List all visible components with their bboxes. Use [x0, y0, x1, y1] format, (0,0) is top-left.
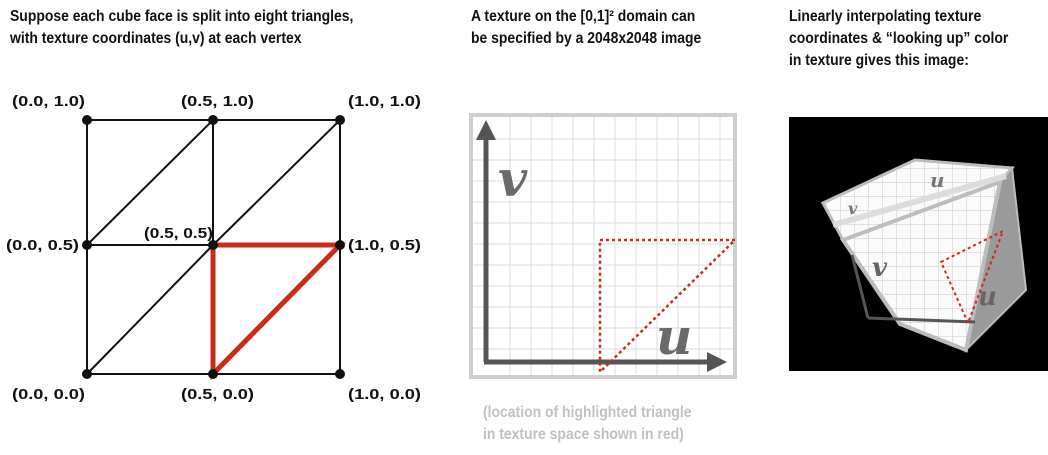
- vertex-dot: [82, 240, 92, 250]
- highlighted-triangle: [210, 242, 346, 381]
- vertex-dot: [208, 115, 218, 125]
- cube-v-axis: [850, 254, 870, 319]
- u-axis-arrowhead: [707, 352, 727, 372]
- vertex-dot: [208, 240, 218, 250]
- vertex-dot: [82, 369, 92, 379]
- cube-front-u-label: u: [978, 282, 997, 312]
- vertex-label-top-mid: (0.5, 1.0): [181, 93, 254, 110]
- texture-space-diagram: v u: [469, 113, 739, 379]
- caption-cube-face: Suppose each cube face is split into eig…: [10, 8, 354, 47]
- vertex-label-mid-left: (0.0, 0.5): [6, 237, 79, 254]
- vertex-dot: [208, 369, 218, 379]
- v-axis-label: v: [498, 149, 528, 208]
- vertex-label-bottom-left: (0.0, 0.0): [12, 386, 85, 403]
- v-axis-arrowhead: [476, 120, 496, 140]
- cube-top-u-label: u: [930, 168, 945, 192]
- vertex-dot: [335, 240, 345, 250]
- texture-frame: [469, 113, 737, 379]
- cube-front-face: [839, 178, 1003, 353]
- vertex-label-bottom-mid: (0.5, 0.0): [181, 386, 254, 403]
- cube-edge: [832, 173, 1007, 228]
- vertex-label-center: (0.5, 0.5): [144, 225, 213, 242]
- caption-texture-domain: A texture on the [0,1]² domain can be sp…: [471, 8, 702, 47]
- vertex-dot: [335, 369, 345, 379]
- texture-triangle: [598, 238, 739, 375]
- vertex-label-top-left: (0.0, 1.0): [12, 93, 85, 110]
- rendered-cube-image: v u v u: [789, 117, 1048, 371]
- triangle-mesh-diagram: (0.0, 1.0) (0.5, 1.0) (1.0, 1.0) (0.0, 0…: [6, 93, 421, 403]
- vertex-label-mid-right: (1.0, 0.5): [348, 237, 421, 254]
- mesh-diagonal-edge: [86, 244, 214, 375]
- vertex-dot: [335, 115, 345, 125]
- u-axis-label: u: [656, 307, 692, 366]
- vertex-dot: [82, 115, 92, 125]
- vertex-label-bottom-right: (1.0, 0.0): [348, 386, 421, 403]
- cube-u-axis: [867, 316, 976, 324]
- mesh-diagonal-edge: [212, 119, 341, 246]
- vertex-label-top-right: (1.0, 1.0): [348, 93, 421, 110]
- cube-front-v-label: v: [872, 253, 888, 283]
- caption-interpolation: Linearly interpolating texture coordinat…: [789, 8, 1009, 69]
- cube-top-v-label: v: [848, 199, 858, 218]
- caption-highlight-note: (location of highlighted triangle in tex…: [483, 404, 692, 443]
- texture-grid: [473, 117, 733, 375]
- mesh-diagonal-edge: [86, 119, 214, 246]
